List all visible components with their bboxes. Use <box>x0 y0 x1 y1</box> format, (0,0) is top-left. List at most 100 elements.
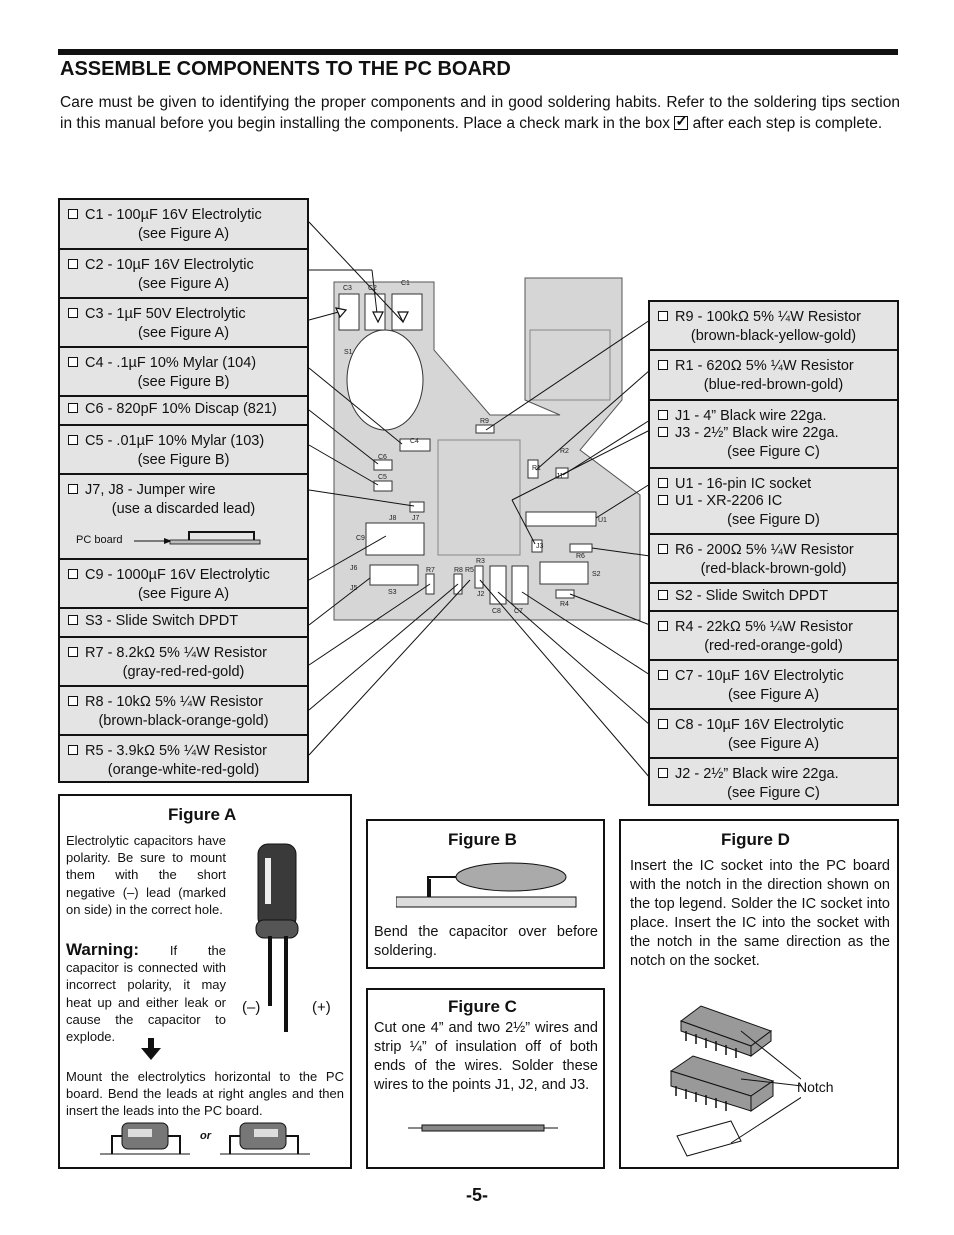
board-label-c9: C9 <box>356 535 365 542</box>
board-label-j7: J7 <box>412 515 420 522</box>
left-parts-list: C1 - 100µF 16V Electrolytic (see Figure … <box>58 198 309 783</box>
checkbox-icon[interactable] <box>68 696 78 706</box>
checkbox-icon[interactable] <box>658 410 668 420</box>
board-label-j1: J1 <box>556 473 564 480</box>
figure-a-text: Electrolytic capacitors have polarity. B… <box>66 833 226 917</box>
board-label-j2: J2 <box>477 591 485 598</box>
board-label-c3: C3 <box>343 285 352 292</box>
list-item: R4 - 22kΩ 5% ¼W Resistor (red-red-orange… <box>650 612 897 661</box>
board-label-c7: C7 <box>514 608 523 615</box>
checkbox-icon[interactable] <box>658 544 668 554</box>
positive-lead-label: (+) <box>312 999 331 1016</box>
board-label-c2: C2 <box>368 285 377 292</box>
checkbox-icon[interactable] <box>658 621 668 631</box>
warning-label: Warning: <box>66 940 140 959</box>
checkbox-icon[interactable] <box>658 311 668 321</box>
horizontal-capacitor-icon <box>220 1122 310 1155</box>
checkbox-icon[interactable] <box>658 670 668 680</box>
checkbox-icon[interactable] <box>68 745 78 755</box>
board-label-r8: R8 <box>454 567 463 574</box>
checkbox-icon[interactable] <box>68 403 78 413</box>
board-label-r1: R1 <box>532 465 541 472</box>
board-label-j3: J3 <box>536 543 544 550</box>
checkbox-icon[interactable] <box>68 209 78 219</box>
board-label-r7: R7 <box>426 567 435 574</box>
down-arrow-icon <box>141 1038 161 1060</box>
checkbox-icon[interactable] <box>658 768 668 778</box>
board-label-c8: C8 <box>492 608 501 615</box>
board-label-s3: S3 <box>388 589 397 596</box>
notch-label: Notch <box>797 1079 834 1095</box>
checkbox-icon[interactable] <box>658 360 668 370</box>
list-item: C9 - 1000µF 16V Electrolytic (see Figure… <box>60 560 307 609</box>
figure-c-title: Figure C <box>448 997 517 1016</box>
checkbox-icon[interactable] <box>68 569 78 579</box>
checked-box-icon <box>674 112 689 132</box>
figure-d-title: Figure D <box>721 830 790 849</box>
board-label-j8: J8 <box>389 515 397 522</box>
board-label-r3: R3 <box>476 558 485 565</box>
ic-socket-icon <box>669 1005 801 1157</box>
intro-text-a: Care must be given to identifying the pr… <box>60 94 900 132</box>
board-label-r2: R2 <box>560 448 569 455</box>
board-label-r4: R4 <box>560 601 569 608</box>
list-item: J7, J8 - Jumper wire (use a discarded le… <box>60 475 307 560</box>
checkbox-icon[interactable] <box>68 435 78 445</box>
board-label-j6: J6 <box>350 565 358 572</box>
list-item: R8 - 10kΩ 5% ¼W Resistor (brown-black-or… <box>60 687 307 736</box>
checkbox-icon[interactable] <box>68 647 78 657</box>
electrolytic-capacitor-icon <box>255 843 299 1032</box>
figure-d-text: Insert the IC socket into the PC board w… <box>630 858 890 969</box>
figure-b-title: Figure B <box>448 830 517 849</box>
board-label-c6: C6 <box>378 454 387 461</box>
list-item: C8 - 10µF 16V Electrolytic (see Figure A… <box>650 710 897 759</box>
board-label-c1: C1 <box>401 280 410 287</box>
pc-board-note: PC board <box>76 534 123 546</box>
checkbox-icon[interactable] <box>658 590 668 600</box>
list-item: U1 - 16-pin IC socket U1 - XR-2206 IC (s… <box>650 469 897 535</box>
figure-a-title: Figure A <box>168 805 237 824</box>
page-number: -5- <box>466 1185 488 1205</box>
intro-paragraph: Care must be given to identifying the pr… <box>60 93 900 134</box>
list-item: R1 - 620Ω 5% ¼W Resistor (blue-red-brown… <box>650 351 897 401</box>
list-item: C1 - 100µF 16V Electrolytic (see Figure … <box>60 200 307 250</box>
list-item: C6 - 820pF 10% Discap (821) <box>60 397 307 426</box>
checkbox-icon[interactable] <box>68 615 78 625</box>
horizontal-capacitor-icon <box>100 1122 190 1155</box>
checkbox-icon[interactable] <box>658 478 668 488</box>
list-item: R6 - 200Ω 5% ¼W Resistor (red-black-brow… <box>650 535 897 584</box>
checkbox-icon[interactable] <box>68 357 78 367</box>
figure-a: Figure A Electrolytic capacitors have po… <box>58 794 352 1169</box>
list-item: J1 - 4” Black wire 22ga. J3 - 2½” Black … <box>650 401 897 469</box>
board-label-c5: C5 <box>378 474 387 481</box>
figure-c: Figure C Cut one 4” and two 2½” wires an… <box>366 988 605 1169</box>
board-label-u1: U1 <box>598 517 607 524</box>
checkbox-icon[interactable] <box>658 719 668 729</box>
figure-a-mount-text: Mount the electrolytics horizontal to th… <box>66 1069 344 1119</box>
list-item: C7 - 10µF 16V Electrolytic (see Figure A… <box>650 661 897 710</box>
figure-c-text: Cut one 4” and two 2½” wires and strip ¼… <box>374 1020 598 1093</box>
board-label-r6: R6 <box>576 553 585 560</box>
checkbox-icon[interactable] <box>68 308 78 318</box>
board-label-s2: S2 <box>592 571 601 578</box>
board-label-c4: C4 <box>410 438 419 445</box>
figure-d: Figure D Insert the IC socket into the P… <box>619 819 899 1169</box>
checkbox-icon[interactable] <box>658 495 668 505</box>
figure-b: Figure B Bend the capacitor over before … <box>366 819 605 969</box>
list-item: C5 - .01µF 10% Mylar (103) (see Figure B… <box>60 426 307 475</box>
board-label-s1: S1 <box>344 349 353 356</box>
checkbox-icon[interactable] <box>68 259 78 269</box>
checkbox-icon[interactable] <box>68 484 78 494</box>
checkbox-icon[interactable] <box>658 427 668 437</box>
list-item: R7 - 8.2kΩ 5% ¼W Resistor (gray-red-red-… <box>60 638 307 687</box>
warning-text: If the capacitor is connected with incor… <box>66 943 226 1045</box>
jumper-wire-icon <box>134 531 261 545</box>
negative-lead-label: (–) <box>242 999 261 1016</box>
board-label-r5: R5 <box>465 567 474 574</box>
board-label-r9: R9 <box>480 418 489 425</box>
list-item: J2 - 2½” Black wire 22ga. (see Figure C) <box>650 759 897 804</box>
right-parts-list: R9 - 100kΩ 5% ¼W Resistor (brown-black-y… <box>648 300 899 806</box>
list-item: C4 - .1µF 10% Mylar (104) (see Figure B) <box>60 348 307 397</box>
board-label-j5: J5 <box>350 585 358 592</box>
